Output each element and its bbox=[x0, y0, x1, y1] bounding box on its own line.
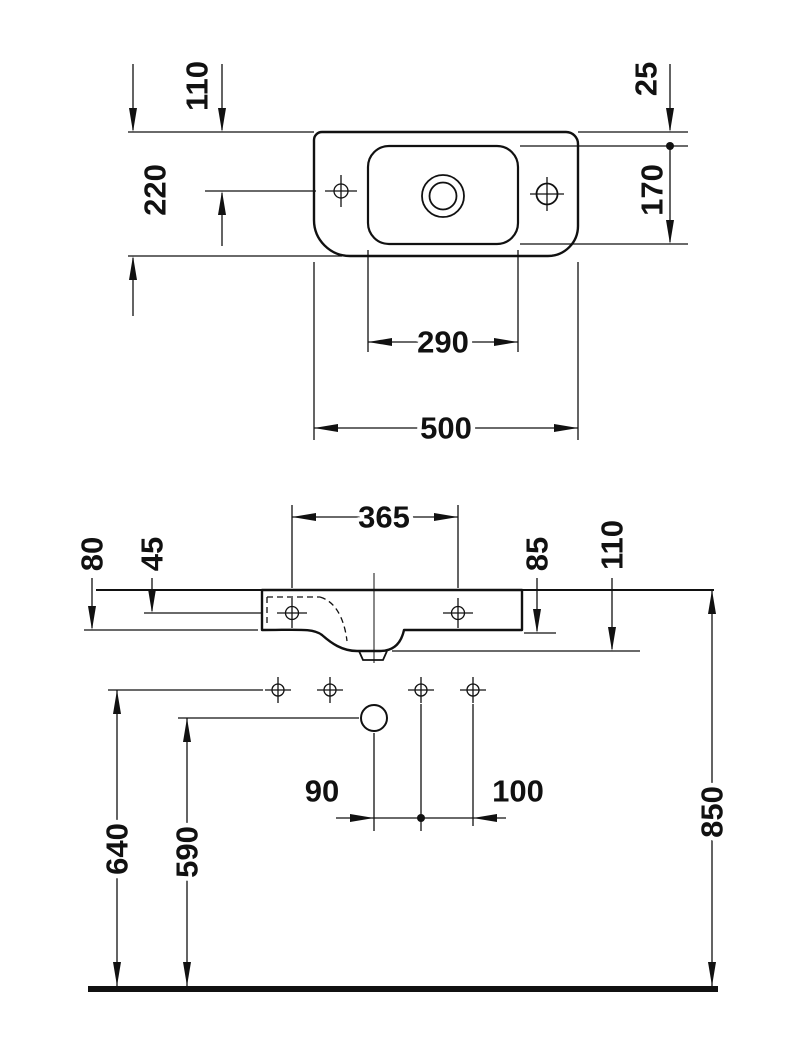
dimension-front-640: 640 bbox=[95, 689, 263, 986]
dim-front-640: 640 bbox=[100, 823, 135, 875]
dim-front-45: 45 bbox=[135, 537, 170, 571]
tap-hole-right-front bbox=[443, 598, 473, 628]
dimension-plan-170: 170 bbox=[630, 146, 674, 244]
dim-plan-290: 290 bbox=[417, 325, 469, 360]
dimension-plan-500: 500 bbox=[314, 406, 578, 450]
drain-outer-circle bbox=[421, 174, 465, 218]
tap-hole-left-plan bbox=[325, 175, 357, 207]
dim-plan-170: 170 bbox=[635, 164, 670, 216]
drain-inner-circle bbox=[428, 181, 458, 211]
dim-plan-110: 110 bbox=[180, 61, 215, 111]
dim-plan-500: 500 bbox=[420, 411, 472, 446]
dim-front-100: 100 bbox=[492, 774, 544, 809]
dim-front-590: 590 bbox=[170, 826, 205, 878]
dim-front-90: 90 bbox=[305, 774, 339, 809]
hidden-bowl-lines bbox=[266, 596, 348, 642]
dim-front-80: 80 bbox=[75, 537, 110, 571]
dim-front-365: 365 bbox=[358, 500, 410, 535]
dimension-plan-290: 290 bbox=[368, 320, 518, 364]
dimension-front-850: 850 bbox=[690, 590, 734, 986]
bowl-outline-plan bbox=[366, 144, 520, 246]
plan-view: 110 220 25 170 290 bbox=[128, 56, 688, 450]
waste-hole-circle bbox=[360, 704, 388, 732]
basin-outline-front bbox=[260, 588, 524, 653]
dim-front-110: 110 bbox=[595, 520, 630, 570]
fixing-hole-2 bbox=[317, 677, 343, 703]
dimension-plan-110: 110 bbox=[175, 56, 226, 246]
dimension-front-90-100: 90 100 bbox=[300, 704, 548, 831]
dim-plan-220: 220 bbox=[138, 164, 173, 216]
dimension-plan-220: 220 bbox=[129, 64, 177, 316]
fixing-hole-4 bbox=[460, 677, 486, 703]
tap-hole-right-plan bbox=[530, 177, 564, 211]
tap-hole-left-front bbox=[277, 598, 307, 628]
dimension-front-45: 45 bbox=[130, 532, 262, 614]
fixing-hole-1 bbox=[265, 677, 291, 703]
dimension-front-85: 85 bbox=[515, 532, 559, 634]
drain-outlet-stub bbox=[358, 650, 388, 661]
dimension-front-365: 365 bbox=[291, 495, 459, 588]
dim-front-85: 85 bbox=[520, 537, 555, 571]
dimension-front-110: 110 bbox=[392, 515, 640, 652]
dimension-front-590: 590 bbox=[165, 717, 359, 986]
dimension-plan-25: 25 bbox=[624, 57, 674, 150]
dim-plan-25: 25 bbox=[629, 62, 664, 96]
extension-lines-plan bbox=[128, 131, 688, 440]
fixing-holes bbox=[265, 677, 486, 703]
fixing-hole-3 bbox=[408, 677, 434, 703]
front-view: 365 80 45 85 110 bbox=[70, 495, 734, 992]
dimension-front-80: 80 bbox=[70, 532, 258, 631]
dim-front-850: 850 bbox=[695, 786, 730, 838]
